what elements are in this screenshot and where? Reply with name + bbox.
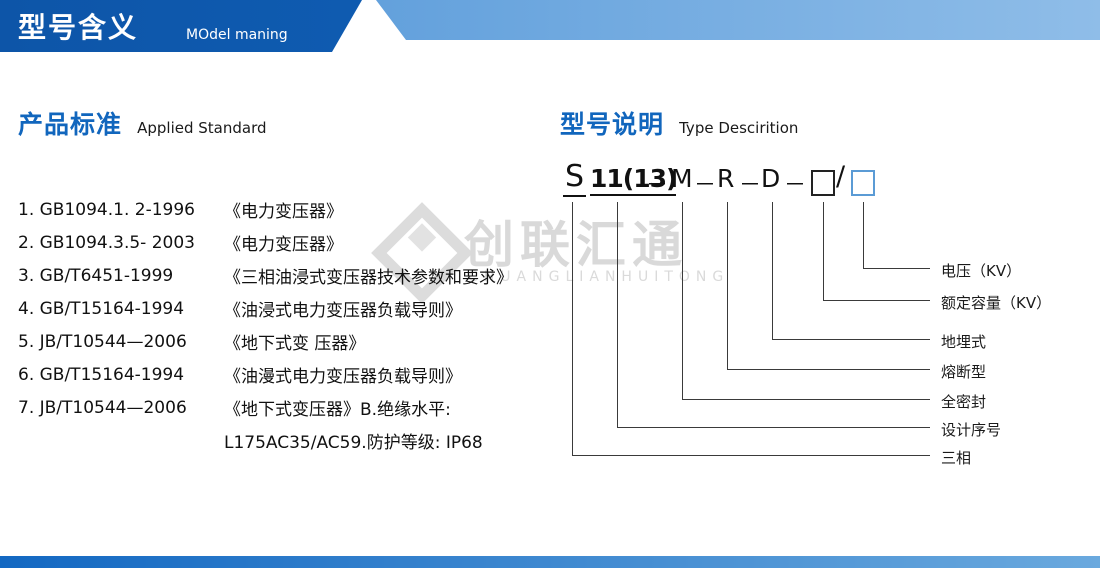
- model-title: 型号说明: [560, 110, 665, 139]
- code-design-serial: 11(13): [590, 164, 677, 196]
- standards-title-row: 产品标准 Applied Standard: [18, 105, 563, 141]
- standard-item: 6. GB/T15164-1994 《油漫式电力变压器负载导则》: [18, 358, 563, 391]
- standards-title: 产品标准: [18, 110, 123, 139]
- standards-subtitle: Applied Standard: [137, 119, 267, 137]
- standard-desc: 《三相油浸式变压器技术参数和要求》: [224, 268, 513, 288]
- standard-item: 3. GB/T6451-1999 《三相油浸式变压器技术参数和要求》: [18, 259, 563, 292]
- header-dark-band: [0, 0, 362, 52]
- standard-desc: 《电力变压器》: [224, 235, 343, 255]
- code-dash: －: [784, 173, 807, 198]
- label-fuse: 熔断型: [941, 363, 987, 381]
- code-sealed: M: [671, 164, 693, 193]
- code-dash: －: [646, 173, 669, 198]
- connector-line-buried: [772, 202, 773, 339]
- standards-list: 1. GB1094.1. 2-1996 《电力变压器》 2. GB1094.3.…: [18, 193, 563, 457]
- page-title: 型号含义: [18, 11, 139, 44]
- watermark-text-cn: 创联汇通: [464, 216, 688, 274]
- voltage-box: [851, 170, 875, 196]
- standard-desc: 《油漫式电力变压器负载导则》: [224, 367, 462, 387]
- label-capacity: 额定容量（KV）: [941, 294, 1052, 312]
- connector-line-voltage-h: [863, 268, 930, 269]
- standard-desc: 《地下式变 压器》: [224, 334, 366, 354]
- connector-line-buried-h: [772, 339, 930, 340]
- page-subtitle: MOdel maning: [186, 27, 288, 43]
- model-subtitle: Type Descirition: [679, 119, 799, 137]
- standard-desc: 《地下式变压器》B.绝缘水平:: [224, 400, 451, 420]
- model-title-row: 型号说明 Type Descirition: [560, 105, 798, 141]
- code-dash: －: [694, 173, 717, 198]
- standard-desc: 《油浸式电力变压器负载导则》: [224, 301, 462, 321]
- standard-code: 1. GB1094.1. 2-1996: [18, 199, 195, 220]
- code-dash: －: [739, 173, 762, 198]
- capacity-box: [811, 170, 835, 196]
- code-phase: S: [563, 159, 587, 197]
- connector-line-design-h: [617, 427, 930, 428]
- watermark-text-en: CHUANGLIANHUITONG: [468, 269, 730, 285]
- code-fuse: R: [717, 164, 735, 193]
- standard-code: 2. GB1094.3.5- 2003: [18, 232, 195, 253]
- watermark: 创联汇通 CHUANGLIANHUITONG: [371, 202, 738, 304]
- standard-item: 4. GB/T15164-1994 《油浸式电力变压器负载导则》: [18, 292, 563, 325]
- connector-line-capacity-h: [823, 300, 930, 301]
- header-light-band: [376, 0, 1100, 40]
- connector-line-voltage: [863, 202, 864, 268]
- bottom-bar: [0, 556, 1100, 568]
- standard-item: 5. JB/T10544—2006 《地下式变 压器》: [18, 325, 563, 358]
- standard-code: 7. JB/T10544—2006: [18, 397, 187, 418]
- standard-code: 5. JB/T10544—2006: [18, 331, 187, 352]
- standard-code: 3. GB/T6451-1999: [18, 265, 174, 286]
- page-header: 型号含义 MOdel maning: [0, 0, 1100, 52]
- standards-section: 产品标准 Applied Standard 1. GB1094.1. 2-199…: [18, 105, 563, 457]
- connector-line-phase-h: [572, 455, 930, 456]
- standard-item: 7. JB/T10544—2006 《地下式变压器》B.绝缘水平:: [18, 391, 563, 424]
- standard-item: 1. GB1094.1. 2-1996 《电力变压器》: [18, 193, 563, 226]
- label-phase: 三相: [941, 449, 972, 467]
- standard-item-continuation: L175AC35/AC59.防护等级: IP68: [224, 433, 483, 453]
- label-voltage: 电压（KV）: [941, 262, 1022, 280]
- label-buried: 地埋式: [941, 333, 987, 351]
- connector-line-fuse-h: [727, 369, 930, 370]
- standard-item: 2. GB1094.3.5- 2003 《电力变压器》: [18, 226, 563, 259]
- label-sealed: 全密封: [941, 393, 987, 411]
- code-buried: D: [761, 164, 781, 193]
- label-design-serial: 设计序号: [941, 421, 1002, 439]
- code-slash: /: [836, 161, 846, 192]
- standard-code: 6. GB/T15164-1994: [18, 364, 185, 385]
- connector-line-sealed-h: [682, 399, 930, 400]
- standard-desc: 《电力变压器》: [224, 202, 343, 222]
- standard-code: 4. GB/T15164-1994: [18, 298, 185, 319]
- connector-line-capacity: [823, 202, 824, 300]
